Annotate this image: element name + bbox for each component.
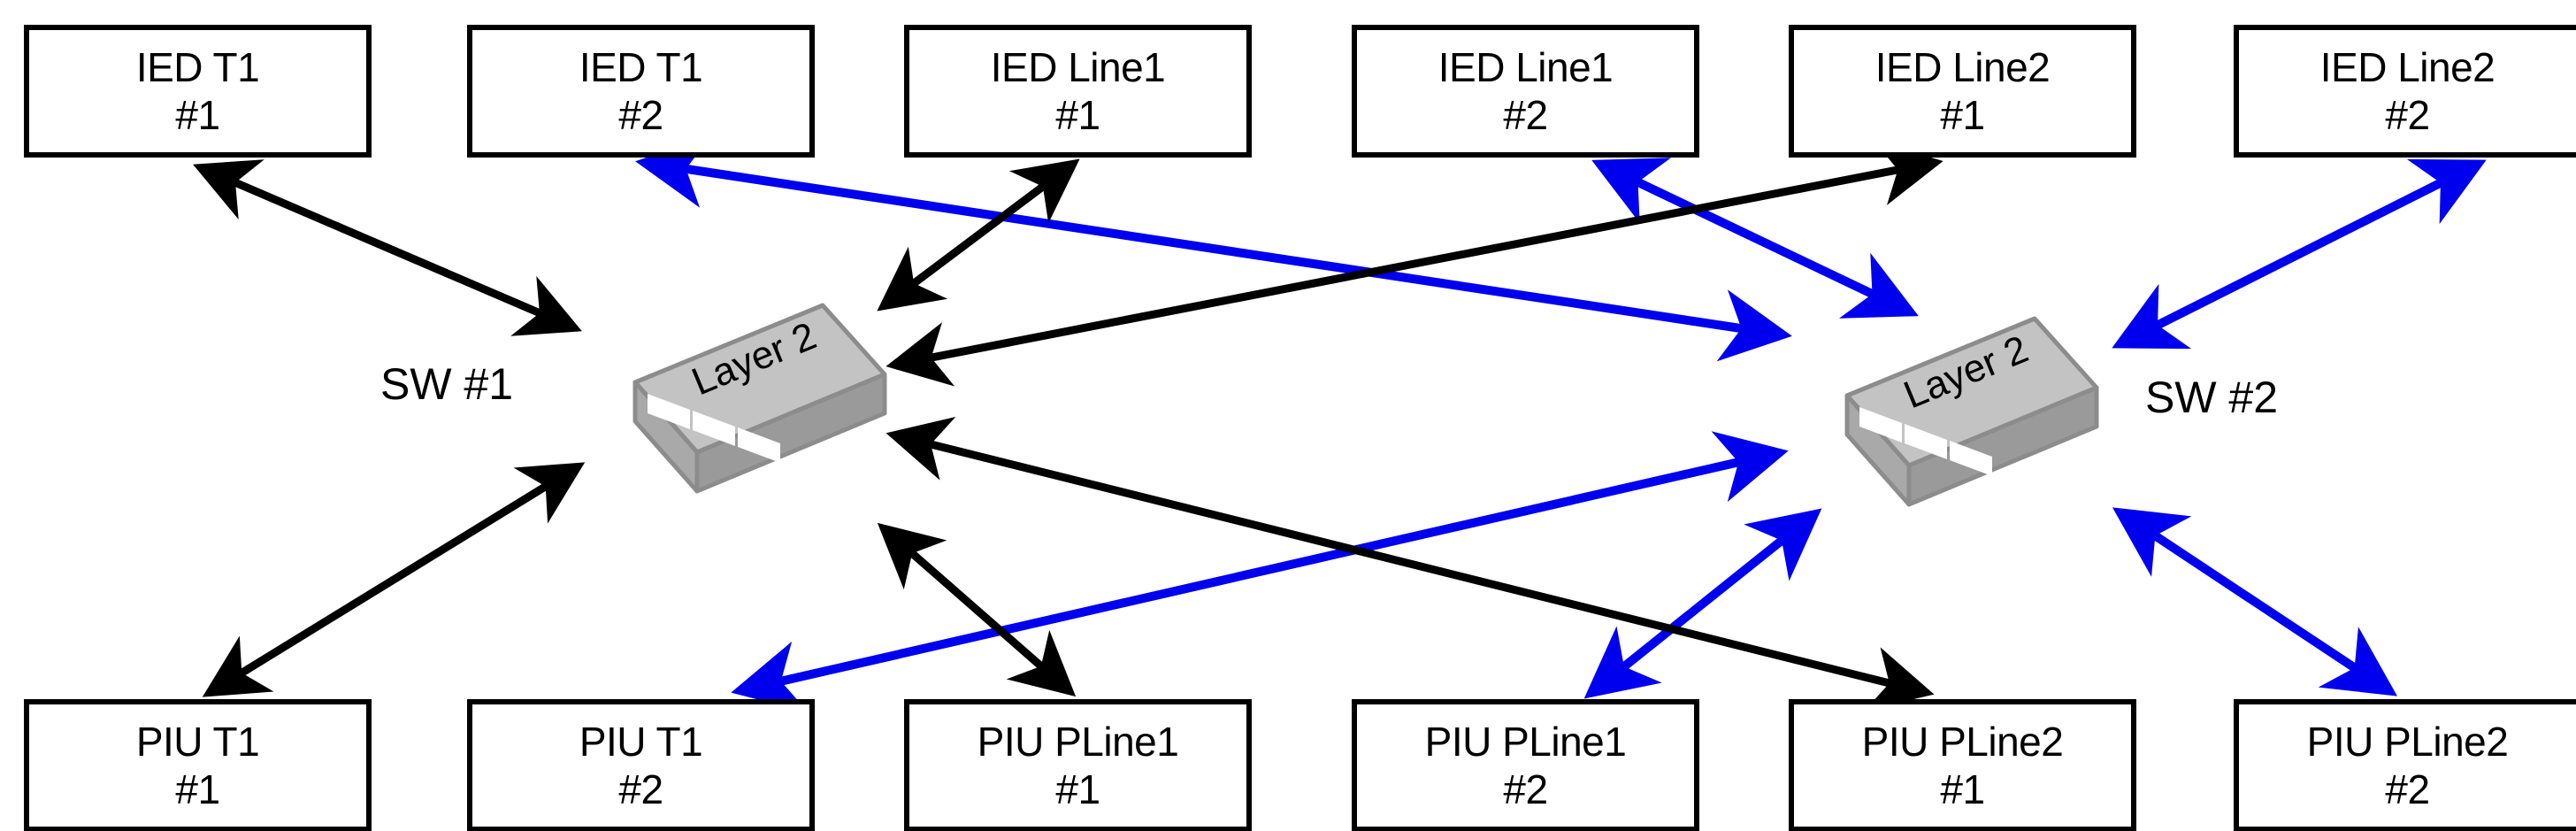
node-piu-pline1-1[interactable]: PIU PLine1 #1 bbox=[904, 699, 1252, 831]
node-label-index: #1 bbox=[175, 92, 220, 138]
node-label-primary: PIU PLine1 bbox=[1424, 718, 1627, 765]
switch-sw2-label: SW #2 bbox=[2145, 373, 2279, 422]
link-ied-line1-2-sw2 bbox=[1591, 158, 1919, 319]
link-piu-pline1-2-sw2 bbox=[1583, 508, 1822, 699]
switch-sw1-label: SW #1 bbox=[380, 359, 514, 409]
node-label-primary: IED Line1 bbox=[990, 43, 1166, 90]
switch-sw1[interactable]: Layer 2 bbox=[566, 303, 887, 494]
link-piu-t1-2-sw2 bbox=[731, 431, 1789, 712]
node-label-primary: IED Line2 bbox=[2319, 43, 2496, 90]
node-ied-line2-1[interactable]: IED Line2 #1 bbox=[1789, 25, 2136, 158]
node-ied-line2-2[interactable]: IED Line2 #2 bbox=[2234, 25, 2576, 158]
node-piu-pline2-2[interactable]: PIU PLine2 #2 bbox=[2234, 699, 2576, 831]
node-label-index: #1 bbox=[1055, 766, 1100, 812]
link-ied-t1-1-sw1 bbox=[193, 159, 582, 336]
node-ied-t1-1[interactable]: IED T1 #1 bbox=[24, 25, 372, 158]
node-piu-pline1-2[interactable]: PIU PLine1 #2 bbox=[1352, 699, 1699, 831]
node-label-primary: IED T1 bbox=[579, 43, 703, 90]
node-label-primary: IED Line2 bbox=[1874, 43, 2051, 90]
node-label-index: #2 bbox=[1503, 766, 1548, 812]
node-label-index: #2 bbox=[618, 766, 663, 812]
node-label-primary: PIU T1 bbox=[135, 718, 260, 765]
node-label-primary: PIU PLine1 bbox=[977, 718, 1179, 765]
link-piu-pline2-2-sw2 bbox=[2112, 507, 2398, 696]
node-label-primary: IED T1 bbox=[135, 43, 260, 90]
node-label-index: #2 bbox=[2385, 92, 2430, 138]
node-label-index: #2 bbox=[618, 92, 663, 138]
node-label-index: #1 bbox=[1940, 92, 1985, 138]
node-label-index: #1 bbox=[175, 766, 220, 812]
node-label-primary: PIU PLine2 bbox=[1861, 718, 2064, 765]
node-label-index: #2 bbox=[1503, 92, 1548, 138]
node-piu-t1-1[interactable]: PIU T1 #1 bbox=[24, 699, 372, 831]
link-piu-pline2-1-sw1 bbox=[886, 416, 1935, 712]
link-ied-line1-1-sw1 bbox=[877, 158, 1080, 312]
node-ied-t1-2[interactable]: IED T1 #2 bbox=[467, 25, 815, 158]
link-piu-t1-1-sw1 bbox=[202, 462, 586, 697]
node-label-index: #1 bbox=[1055, 92, 1100, 138]
node-label-index: #2 bbox=[2385, 766, 2430, 812]
node-label-index: #1 bbox=[1940, 766, 1985, 812]
node-label-primary: PIU PLine2 bbox=[2306, 718, 2509, 765]
node-ied-line1-2[interactable]: IED Line1 #2 bbox=[1352, 25, 1699, 158]
node-ied-line1-1[interactable]: IED Line1 #1 bbox=[904, 25, 1252, 158]
link-piu-pline1-1-sw1 bbox=[877, 522, 1077, 697]
node-label-primary: IED Line1 bbox=[1438, 43, 1614, 90]
node-piu-t1-2[interactable]: PIU T1 #2 bbox=[467, 699, 815, 831]
link-ied-line2-2-sw2 bbox=[2112, 158, 2487, 350]
node-piu-pline2-1[interactable]: PIU PLine2 #1 bbox=[1789, 699, 2136, 831]
switch-sw2[interactable]: Layer 2 bbox=[1778, 316, 2099, 507]
node-label-primary: PIU T1 bbox=[579, 718, 703, 765]
